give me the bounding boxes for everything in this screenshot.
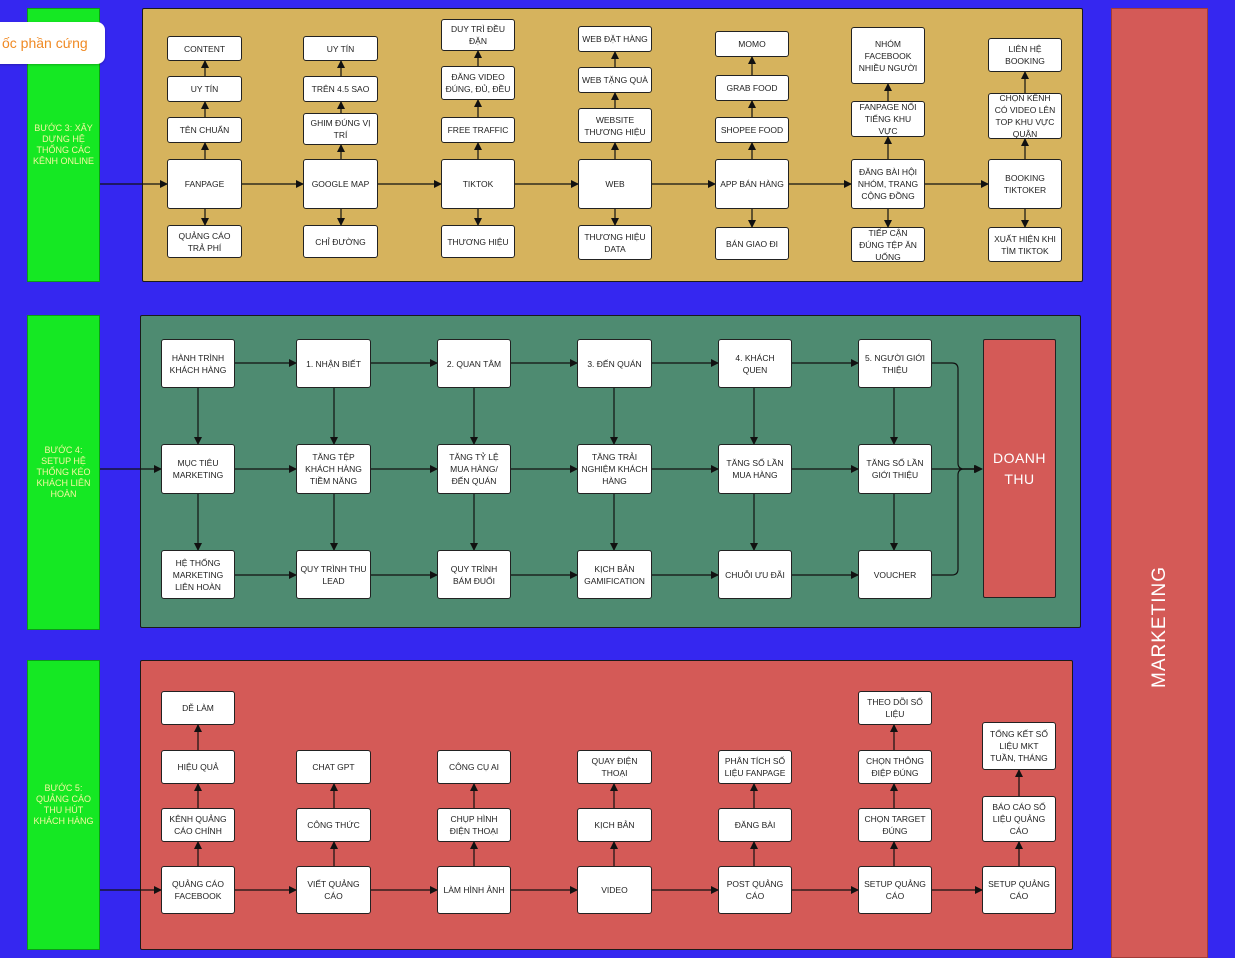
shopee-food-box[interactable]: SHOPEE FOOD (715, 117, 789, 143)
publish-post-box[interactable]: ĐĂNG BÀI (718, 808, 792, 842)
step3-label: BƯỚC 3: XÂY DỰNG HỆ THỐNG CÁC KÊNH ONLIN… (33, 123, 95, 166)
facebook-ads-box[interactable]: QUẢNG CÁO FACEBOOK (161, 866, 235, 914)
fanpage-content-box[interactable]: CONTENT (167, 36, 242, 61)
step4-label: BƯỚC 4: SETUP HỆ THỐNG KÉO KHÁCH LIÊN HO… (36, 445, 91, 499)
step5-panel: BƯỚC 5: QUẢNG CÁO THU HÚT KHÁCH HÀNG (27, 660, 100, 950)
community-post-box[interactable]: ĐĂNG BÀI HỘI NHÓM, TRANG CỘNG ĐỒNG (851, 159, 925, 209)
web-brand-site-box[interactable]: WEBSITE THƯƠNG HIỆU (578, 108, 652, 143)
setup-ads-box[interactable]: SETUP QUẢNG CÁO (858, 866, 932, 914)
marketing-system-box[interactable]: HỆ THỐNG MARKETING LIÊN HOÀN (161, 550, 235, 599)
follow-up-process-box[interactable]: QUY TRÌNH BÁM ĐUỔI (437, 550, 511, 599)
ai-tools-box[interactable]: CÔNG CỤ AI (437, 750, 511, 784)
fanpage-paid-ads-box[interactable]: QUẢNG CÁO TRẢ PHÍ (167, 225, 242, 258)
web-order-box[interactable]: WEB ĐẶT HÀNG (578, 26, 652, 52)
marketing-bar: MARKETING (1111, 8, 1208, 958)
experience-box[interactable]: TĂNG TRẢI NGHIỆM KHÁCH HÀNG (577, 444, 652, 494)
step4-panel: BƯỚC 4: SETUP HỆ THỐNG KÉO KHÁCH LIÊN HO… (27, 315, 100, 630)
web-box[interactable]: WEB (578, 159, 652, 209)
google-map-box[interactable]: GOOGLE MAP (303, 159, 378, 209)
grab-food-box[interactable]: GRAB FOOD (715, 75, 789, 101)
offer-chain-box[interactable]: CHUỖI ƯU ĐÃI (718, 550, 792, 599)
post-ads-box[interactable]: POST QUẢNG CÁO (718, 866, 792, 914)
referral-frequency-box[interactable]: TĂNG SỐ LẦN GIỚI THIỆU (858, 444, 932, 494)
step5-label: BƯỚC 5: QUẢNG CÁO THU HÚT KHÁCH HÀNG (33, 783, 94, 826)
regular-customer-box[interactable]: 4. KHÁCH QUEN (718, 339, 792, 388)
easy-box[interactable]: DỄ LÀM (161, 691, 235, 725)
target-foodies-box[interactable]: TIẾP CẬN ĐÚNG TỆP ĂN UỐNG (851, 227, 925, 262)
ads-report-box[interactable]: BÁO CÁO SỐ LIỆU QUẢNG CÁO (982, 796, 1056, 842)
tag-label: ốc phần cứng (2, 35, 88, 51)
fanpage-box[interactable]: FANPAGE (167, 159, 242, 209)
tiktok-box[interactable]: TIKTOK (441, 159, 515, 209)
booking-tiktoker-box[interactable]: BOOKING TIKTOKER (988, 159, 1062, 209)
gmap-pin-box[interactable]: GHIM ĐÚNG VỊ TRÍ (303, 113, 378, 145)
awareness-box[interactable]: 1. NHẬN BIẾT (296, 339, 371, 388)
track-metrics-box[interactable]: THEO DÕI SỐ LIỆU (858, 691, 932, 725)
fanpage-analytics-box[interactable]: PHÂN TÍCH SỐ LIỆU FANPAGE (718, 750, 792, 784)
message-box[interactable]: CHỌN THÔNG ĐIỆP ĐÚNG (858, 750, 932, 784)
phone-video-box[interactable]: QUAY ĐIỆN THOẠI (577, 750, 652, 784)
tiktok-post-video-box[interactable]: ĐĂNG VIDEO ĐÚNG, ĐỦ, ĐỀU (441, 66, 515, 100)
revenue-label: DOANH THU (992, 449, 1047, 487)
tiktok-consistency-box[interactable]: DUY TRÌ ĐỀU ĐẶN (441, 19, 515, 51)
marketing-goal-box[interactable]: MỤC TIÊU MARKETING (161, 444, 235, 494)
effective-box[interactable]: HIỆU QUẢ (161, 750, 235, 784)
visit-box[interactable]: 3. ĐẾN QUÁN (577, 339, 652, 388)
gmap-directions-box[interactable]: CHỈ ĐƯỜNG (303, 225, 378, 258)
script-box[interactable]: KỊCH BẢN (577, 808, 652, 842)
setup-ads-report-box[interactable]: SETUP QUẢNG CÁO (982, 866, 1056, 914)
target-box[interactable]: CHỌN TARGET ĐÚNG (858, 808, 932, 842)
tiktok-brand-box[interactable]: THƯƠNG HIỆU (441, 225, 515, 258)
revenue-box[interactable]: DOANH THU (983, 339, 1056, 598)
interest-box[interactable]: 2. QUAN TÂM (437, 339, 511, 388)
momo-box[interactable]: MOMO (715, 31, 789, 57)
voucher-box[interactable]: VOUCHER (858, 550, 932, 599)
referrer-box[interactable]: 5. NGƯỜI GIỚI THIỆU (858, 339, 932, 388)
choose-channel-box[interactable]: CHỌN KÊNH CÓ VIDEO LÊN TOP KHU VỰC QUẬN (988, 93, 1062, 139)
tiktok-free-traffic-box[interactable]: FREE TRAFFIC (441, 117, 515, 143)
customer-journey-box[interactable]: HÀNH TRÌNH KHÁCH HÀNG (161, 339, 235, 388)
gmap-rating-box[interactable]: TRÊN 4.5 SAO (303, 76, 378, 102)
fanpage-trust-box[interactable]: UY TÍN (167, 76, 242, 102)
gamification-box[interactable]: KỊCH BẢN GAMIFICATION (577, 550, 652, 599)
contact-booking-box[interactable]: LIÊN HỆ BOOKING (988, 38, 1062, 72)
web-gift-box[interactable]: WEB TẶNG QUÀ (578, 67, 652, 93)
lead-process-box[interactable]: QUY TRÌNH THU LEAD (296, 550, 371, 599)
grow-audience-box[interactable]: TĂNG TỆP KHÁCH HÀNG TIỀM NĂNG (296, 444, 371, 494)
tag-card[interactable]: ốc phần cứng (0, 22, 105, 64)
sales-app-box[interactable]: APP BÁN HÀNG (715, 159, 789, 209)
conversion-rate-box[interactable]: TĂNG TỶ LỆ MUA HÀNG/ ĐẾN QUÁN (437, 444, 511, 494)
summary-report-box[interactable]: TỔNG KẾT SỐ LIỆU MKT TUẦN, THÁNG (982, 722, 1056, 770)
gmap-trust-box[interactable]: UY TÍN (303, 36, 378, 61)
facebook-group-box[interactable]: NHÓM FACEBOOK NHIỀU NGƯỜI (851, 27, 925, 84)
fanpage-name-box[interactable]: TÊN CHUẨN (167, 117, 242, 143)
tiktok-search-box[interactable]: XUẤT HIỆN KHI TÌM TIKTOK (988, 227, 1062, 262)
purchase-frequency-box[interactable]: TĂNG SỐ LẦN MUA HÀNG (718, 444, 792, 494)
video-box[interactable]: VIDEO (577, 866, 652, 914)
main-ad-channel-box[interactable]: KÊNH QUẢNG CÁO CHÍNH (161, 808, 235, 842)
write-ads-box[interactable]: VIẾT QUẢNG CÁO (296, 866, 371, 914)
web-data-box[interactable]: THƯƠNG HIỆU DATA (578, 225, 652, 260)
local-fanpage-box[interactable]: FANPAGE NỔI TIẾNG KHU VỰC (851, 101, 925, 137)
phone-photo-box[interactable]: CHỤP HÌNH ĐIỆN THOẠI (437, 808, 511, 842)
delivery-sales-box[interactable]: BÁN GIAO ĐI (715, 227, 789, 260)
formula-box[interactable]: CÔNG THỨC (296, 808, 371, 842)
make-images-box[interactable]: LÀM HÌNH ẢNH (437, 866, 511, 914)
chatgpt-box[interactable]: CHAT GPT (296, 750, 371, 784)
